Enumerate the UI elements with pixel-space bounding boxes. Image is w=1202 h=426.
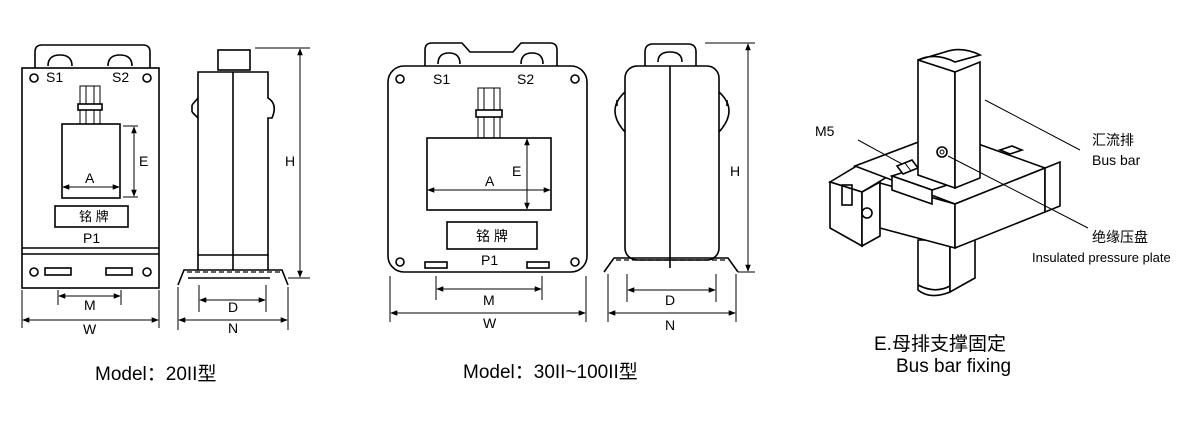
model1-side-body [197,71,276,256]
mount-hole [861,207,873,219]
dimension-label: H [285,153,295,169]
model2-side-top-tab [644,43,697,66]
dimension-label: A [485,173,495,189]
p1-label: P1 [481,252,498,268]
mount-slot [44,267,72,276]
model1-side-view: H D N [177,47,310,336]
model2-top-tab [424,42,558,66]
busbar-caption-cn: E.母排支撑固定 [874,333,1006,355]
nameplate-label: 铭 牌 [476,228,508,244]
nameplate-label: 铭 牌 [79,209,109,224]
mount-hole [570,74,580,84]
terminal-label: S2 [517,71,534,87]
busbar-caption-en: Bus bar fixing [896,356,1011,377]
dimension-label: D [228,299,238,315]
mount-slot [105,267,133,276]
dimension-label: E [512,163,521,179]
model2-front-view: S1 S2 A E 铭 牌 P1 M W [387,42,588,331]
mount-slot [424,261,448,269]
dimension-label: W [483,315,497,331]
plate-label-en: Insulated pressure plate [1032,250,1171,265]
mount-hole [395,74,405,84]
busbar-label-en: Bus bar [1092,152,1141,168]
busbar-fixing-diagram: M5 汇流排 Bus bar 绝缘压盘 Insulated pressure p… [815,48,1171,297]
dimension-label: N [228,320,238,336]
dimension-label: E [139,153,148,169]
model2-side-body [624,65,720,261]
model1-terminal-slot-right [107,54,133,67]
mount-hole [142,73,152,83]
dimension-label: M [84,297,96,313]
model2-caption: Model：30II~100II型 [463,361,638,383]
terminal-label: S2 [112,69,129,85]
mount-slot [526,261,550,269]
dimension-label: H [730,163,740,179]
dimension-label: N [665,317,675,333]
mount-hole [570,257,580,267]
mount-hole [29,73,39,83]
p1-label: P1 [83,230,100,246]
dimension-label: A [85,170,95,186]
model2-busbar-window [426,137,552,211]
model1-nameplate [54,205,129,228]
dimension-label: D [665,292,675,308]
terminal-label: S1 [46,69,63,85]
model2-body [387,65,588,273]
dimension-label: M [483,292,495,308]
busbar-label-cn: 汇流排 [1092,132,1134,148]
model2-side-view: H D N [603,42,755,333]
dimension-label: W [83,321,97,337]
model1-terminal-slot-left [47,54,73,67]
mount-hole [142,267,152,277]
model1-caption: Model：20II型 [95,363,216,385]
plate-label-cn: 绝缘压盘 [1092,229,1148,245]
m5-label: M5 [815,123,835,139]
model1-top-tab [34,44,151,68]
model1-front-view: S1 S2 A E 铭 牌 P1 M W [21,44,160,337]
terminal-label: S1 [433,71,450,87]
mount-hole [395,257,405,267]
model2-nameplate [446,221,538,250]
mount-hole [29,267,39,277]
model1-busbar-window [61,123,121,199]
model1-body [21,67,160,289]
bus-bar [917,58,956,190]
